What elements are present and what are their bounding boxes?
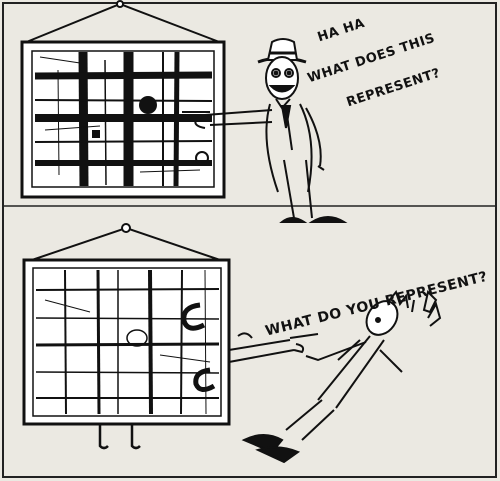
bottom-panel xyxy=(22,223,442,464)
comic-border xyxy=(2,2,497,478)
top-abstract-painting xyxy=(20,40,226,199)
painting-pointing-arm xyxy=(228,332,319,363)
top-painting-wire xyxy=(23,0,223,44)
top-man-figure xyxy=(182,38,348,223)
bottom-painting-wire xyxy=(25,223,227,263)
bottom-abstract-painting xyxy=(22,258,231,450)
fallen-man-figure xyxy=(241,289,409,464)
top-panel xyxy=(20,0,348,223)
surprise-marks xyxy=(411,290,442,327)
